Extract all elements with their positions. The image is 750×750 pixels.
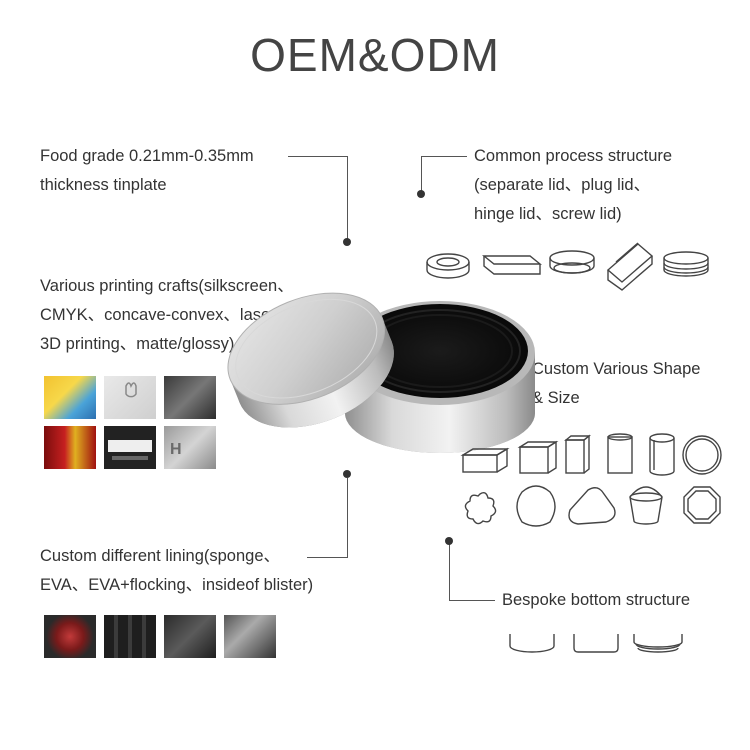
lining-label: Custom different lining(sponge、 EVA、EVA+…	[40, 542, 313, 600]
hinge-lid-icon	[606, 242, 654, 291]
printing-line2: CMYK、concave-convex、laser、	[40, 306, 293, 324]
connector-bottom-dot	[445, 537, 453, 545]
connector-food-v	[347, 156, 348, 242]
printing-sample-3d	[164, 376, 216, 419]
printing-sample-cmyk	[44, 426, 96, 469]
tall-rect-tin-icon	[607, 433, 633, 474]
food-grade-line1: Food grade 0.21mm-0.35mm	[40, 147, 254, 165]
square-tin-icon	[517, 440, 559, 474]
process-label: Common process structure (separate lid、p…	[474, 142, 672, 229]
tin-product-image	[227, 292, 535, 453]
printing-line3: 3D printing、matte/glossy)	[40, 335, 235, 353]
process-line3: hinge lid、screw lid)	[474, 205, 622, 223]
bottom-label: Bespoke bottom structure	[502, 586, 690, 615]
connector-food-h	[288, 156, 348, 157]
heart-tin-icon	[568, 487, 616, 525]
shape-label: Custom Various Shape & Size	[532, 355, 700, 413]
rolled-bottom-icon	[573, 634, 619, 653]
page-title: OEM&ODM	[250, 29, 500, 81]
connector-process-v	[421, 156, 422, 192]
rounded-triangle-tin-icon	[516, 485, 556, 527]
connector-lining-v	[347, 478, 348, 558]
connector-process-h	[421, 156, 467, 157]
connector-lining-h	[307, 557, 348, 558]
printing-sample-concave: H	[164, 426, 216, 469]
printing-sample-laser	[104, 426, 156, 469]
round-tin-icon	[682, 435, 722, 475]
lining-line1: Custom different lining(sponge、	[40, 547, 280, 565]
printing-line1: Various printing crafts(silkscreen、	[40, 277, 294, 295]
lining-sample-eva	[104, 615, 156, 658]
food-grade-label: Food grade 0.21mm-0.35mm thickness tinpl…	[40, 142, 254, 200]
connector-process-dot	[417, 190, 425, 198]
screw-lid-icon	[549, 250, 595, 274]
rabbit-icon	[125, 382, 137, 398]
logo-emboss-icon: H	[170, 441, 182, 458]
process-line2: (separate lid、plug lid、	[474, 176, 651, 194]
printing-label: Various printing crafts(silkscreen、 CMYK…	[40, 272, 294, 359]
shape-line1: Custom Various Shape	[532, 360, 701, 378]
stepped-bottom-icon	[633, 634, 683, 653]
printing-sample-emboss	[104, 376, 156, 419]
connector-bottom-h	[449, 600, 495, 601]
connector-lining-dot	[343, 470, 351, 478]
lining-sample-blister	[224, 615, 276, 658]
bucket-tin-icon	[629, 486, 663, 525]
tall-square-tin-icon	[564, 434, 591, 474]
connector-food-dot	[343, 238, 351, 246]
star-tin-icon	[464, 491, 497, 525]
stacked-lid-icon	[663, 251, 709, 277]
bottom-line1: Bespoke bottom structure	[502, 591, 691, 609]
flat-bottom-icon	[509, 634, 555, 653]
octagon-tin-icon	[683, 486, 721, 524]
plug-lid-icon	[482, 255, 542, 275]
svg-text:H: H	[170, 441, 182, 458]
laser-text-icon	[108, 440, 152, 460]
printing-sample-silkscreen	[44, 376, 96, 419]
shape-line2: & Size	[532, 389, 580, 407]
food-grade-line2: thickness tinplate	[40, 176, 167, 194]
separate-lid-icon	[426, 253, 470, 279]
connector-bottom-v	[449, 544, 450, 601]
lining-sample-flocking	[164, 615, 216, 658]
cylinder-tin-icon	[649, 433, 675, 476]
lining-line2: EVA、EVA+flocking、insideof blister)	[40, 576, 314, 594]
lining-sample-sponge	[44, 615, 96, 658]
process-line1: Common process structure	[474, 147, 673, 165]
rectangle-tin-icon	[460, 447, 510, 473]
